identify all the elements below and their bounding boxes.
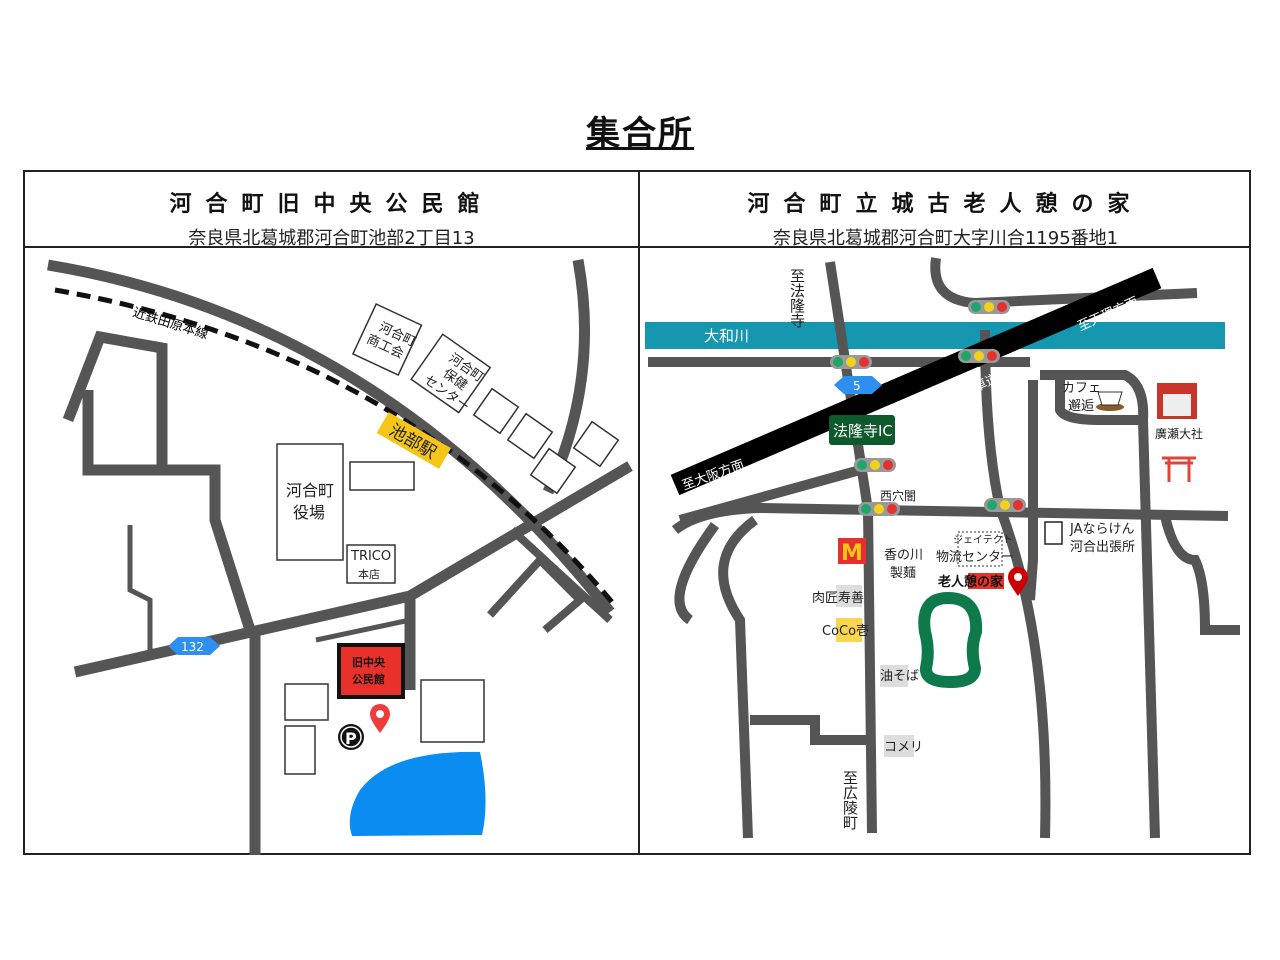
building (284, 725, 316, 775)
svg-text:旧中央公民館: 旧中央公民館 (352, 655, 386, 686)
building-shokokai (351, 303, 423, 377)
svg-text:M: M (841, 541, 863, 566)
river-label: 大和川 (704, 327, 749, 345)
svg-text:132: 132 (181, 640, 204, 654)
page-title: 集合所 (586, 114, 694, 154)
traffic-lights (830, 300, 1026, 516)
green-park (918, 591, 983, 689)
pond (349, 751, 486, 836)
building (420, 679, 485, 743)
svg-text:法隆寺IC: 法隆寺IC (833, 422, 893, 440)
railway (54, 287, 614, 604)
building (957, 531, 1003, 567)
railway-label: 近鉄田原本線 (131, 305, 210, 343)
traffic-light-icon (858, 502, 900, 516)
river (645, 322, 1225, 349)
yakuba-label: 河合町役場 (286, 481, 334, 522)
road (678, 465, 862, 525)
road (127, 525, 153, 650)
ic-sign: 法隆寺IC (829, 415, 895, 445)
building-ja (1044, 521, 1063, 545)
ja-label: JAならけん河合出張所 (1069, 522, 1135, 555)
left-header: 河合町旧中央公民館 奈良県北葛城郡河合町池部2丁目13 (25, 172, 638, 249)
building (572, 420, 620, 468)
road (674, 522, 720, 625)
expressway (670, 267, 1162, 496)
shrine-label: 廣瀬大社 (1155, 426, 1203, 441)
road (315, 617, 411, 643)
building-yakuba (276, 443, 344, 561)
building (529, 447, 577, 495)
to-horyuji-label: 至法隆寺 (788, 268, 806, 328)
shrine-icon (1157, 383, 1197, 482)
map-frame: 河合町旧中央公民館 奈良県北葛城郡河合町池部2丁目13 河合町立城古老人憩の家 … (23, 170, 1251, 855)
route-5-sign: 5 (834, 376, 882, 394)
location-pin-icon (370, 704, 390, 733)
left-venue-address: 奈良県北葛城郡河合町池部2丁目13 (188, 228, 475, 249)
traffic-light-icon (984, 498, 1026, 512)
building-trico (346, 544, 396, 584)
traffic-light-icon (958, 349, 1000, 363)
right-header: 河合町立城古老人憩の家 奈良県北葛城郡河合町大字川合1195番地1 (640, 172, 1251, 249)
svg-text:P: P (345, 729, 357, 748)
kagawa-label: 香の川製麺 (884, 548, 923, 581)
traffic-light-icon (968, 300, 1010, 314)
road (1025, 380, 1038, 601)
road (1055, 380, 1140, 425)
road (980, 329, 1051, 839)
cafe-icon (1096, 391, 1124, 411)
to-koryo-label: 至広陵町 (841, 770, 859, 830)
target-venue-marker: 旧中央公民館 (337, 643, 405, 699)
buildings (276, 303, 620, 775)
road (62, 330, 256, 632)
road (718, 515, 759, 839)
road (750, 715, 870, 745)
building (506, 412, 554, 460)
road (47, 259, 615, 616)
road (1040, 370, 1160, 839)
nishianagura-label: 西穴闇 (880, 488, 916, 503)
right-venue-name: 河合町立城古老人憩の家 (747, 192, 1144, 217)
road (1160, 514, 1240, 635)
right-venue-address: 奈良県北葛城郡河合町大字川合1195番地1 (772, 228, 1119, 249)
komeri-label: コメリ (884, 740, 923, 755)
building (349, 461, 415, 491)
svg-text:5: 5 (853, 379, 861, 393)
traffic-light-icon (830, 355, 872, 369)
left-venue-name: 河合町旧中央公民館 (169, 192, 494, 217)
coco-label: CoCo壱 (822, 624, 869, 639)
parking-icon: P (338, 724, 364, 750)
building (472, 387, 520, 435)
building (284, 683, 329, 721)
road (487, 527, 613, 634)
building-hoken (410, 333, 492, 414)
panel-divider (638, 172, 640, 853)
location-pin-icon (1008, 567, 1028, 596)
jtekt-label: ジェイテクト物流センター (936, 534, 1014, 565)
target-label: 老人憩の家 (937, 574, 1004, 590)
abura-label: 油そば (880, 669, 919, 684)
route-132-sign: 132 (168, 637, 220, 655)
cafe-label: カフェ邂逅 (1062, 381, 1101, 414)
nikusho-label: 肉匠寿善 (812, 590, 864, 606)
traffic-light-icon (854, 458, 896, 472)
mcdonalds-icon: M (838, 538, 866, 566)
